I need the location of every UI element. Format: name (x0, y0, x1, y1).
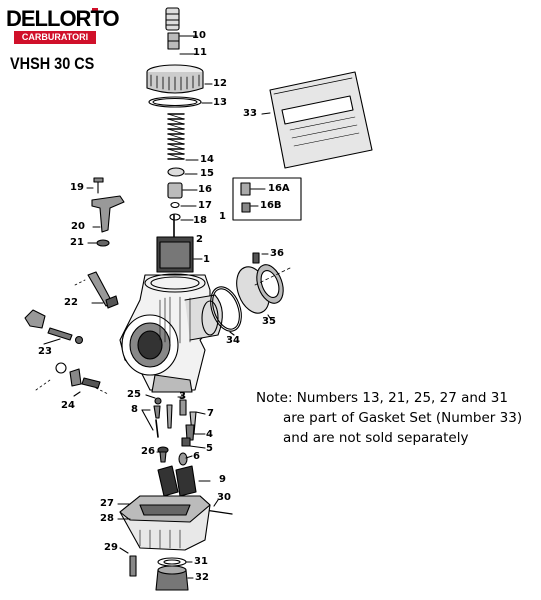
part-20-choke-lever (91, 195, 125, 233)
part-12-top-cap (146, 64, 213, 94)
callout-27: 27 (100, 498, 114, 509)
callout-35: 35 (262, 316, 276, 327)
callout-20: 20 (71, 221, 85, 232)
callout-14: 14 (200, 154, 214, 165)
part-1-throttle-slide (156, 236, 203, 273)
model-title: VHSH 30 CS (10, 54, 95, 73)
part-14-throttle-spring (167, 113, 199, 161)
callout-29: 29 (104, 542, 118, 553)
part-35-intake-manifold (236, 264, 291, 319)
callout-28: 28 (100, 513, 114, 524)
callout-16a: 16A (268, 183, 290, 194)
callout-13: 13 (213, 97, 227, 108)
part-36-screw (252, 252, 269, 264)
callout-25: 25 (127, 389, 141, 400)
callout-2: 2 (196, 234, 203, 245)
part-11-adjuster-screw (167, 32, 198, 55)
part-jets-group (141, 394, 206, 466)
part-19-screw (86, 177, 104, 194)
brand-name: DELLORTO (6, 6, 120, 31)
note-line-3: and are not sold separately (283, 430, 469, 446)
callout-12: 12 (213, 78, 227, 89)
part-9-float (157, 465, 211, 497)
part-21-o-ring (87, 239, 110, 247)
callout-17: 17 (198, 200, 212, 211)
callout-5: 5 (206, 443, 213, 454)
part-13-cap-gasket (148, 96, 213, 108)
callout-34: 34 (226, 335, 240, 346)
callout-10: 10 (192, 30, 206, 41)
callout-22: 22 (64, 297, 78, 308)
callout-19: 19 (70, 182, 84, 193)
callout-7: 7 (207, 408, 214, 419)
part-16-detail-box (232, 177, 302, 221)
part-29-screw (119, 547, 137, 577)
callout-24: 24 (61, 400, 75, 411)
callout-21: 21 (70, 237, 84, 248)
part-33-gasket-set-bag (261, 71, 373, 169)
part-32-drain-plug (155, 565, 194, 591)
callout-16: 16 (198, 184, 212, 195)
callout-4: 4 (206, 429, 213, 440)
part-15-spring-seat (167, 167, 198, 177)
carburetor-body (119, 273, 223, 393)
part-24-mixture-screw-set (35, 362, 109, 397)
callout-6: 6 (193, 451, 200, 462)
callout-26: 26 (141, 446, 155, 457)
callout-3: 3 (179, 391, 186, 402)
part-18-clip (169, 213, 194, 221)
part-34-clamp-ring (210, 286, 242, 336)
note-line-2: are part of Gasket Set (Number 33) (283, 410, 523, 426)
callout-18: 1 (219, 211, 226, 222)
callout-33: 33 (243, 108, 257, 119)
brand-logo: DELLORTO CARBURATORI (2, 4, 120, 52)
callout-18: 18 (193, 215, 207, 226)
callout-31: 31 (194, 556, 208, 567)
part-22-choke-plunger (74, 271, 119, 309)
part-17-washer (170, 201, 197, 209)
note-line-1: Note: Numbers 13, 21, 25, 27 and 31 (256, 390, 508, 406)
callout-32: 32 (195, 572, 209, 583)
callout-11: 11 (193, 47, 207, 58)
part-16-needle-clip-holder (167, 182, 198, 199)
callout-15: 15 (200, 168, 214, 179)
callout-23: 23 (38, 346, 52, 357)
callout-30: 30 (217, 492, 231, 503)
callout-16b: 16B (260, 200, 282, 211)
part-10-adjuster-nut (165, 7, 198, 37)
callout-36: 36 (270, 248, 284, 259)
callout-1: 1 (203, 254, 210, 265)
gasket-note: Note: Numbers 13, 21, 25, 27 and 31 are … (256, 388, 522, 448)
part-23-idle-screw-set (24, 309, 84, 345)
callout-9: 9 (219, 474, 226, 485)
part-28-float-bowl (117, 495, 211, 551)
brand-subtitle: CARBURATORI (14, 31, 96, 44)
callout-8: 8 (131, 404, 138, 415)
